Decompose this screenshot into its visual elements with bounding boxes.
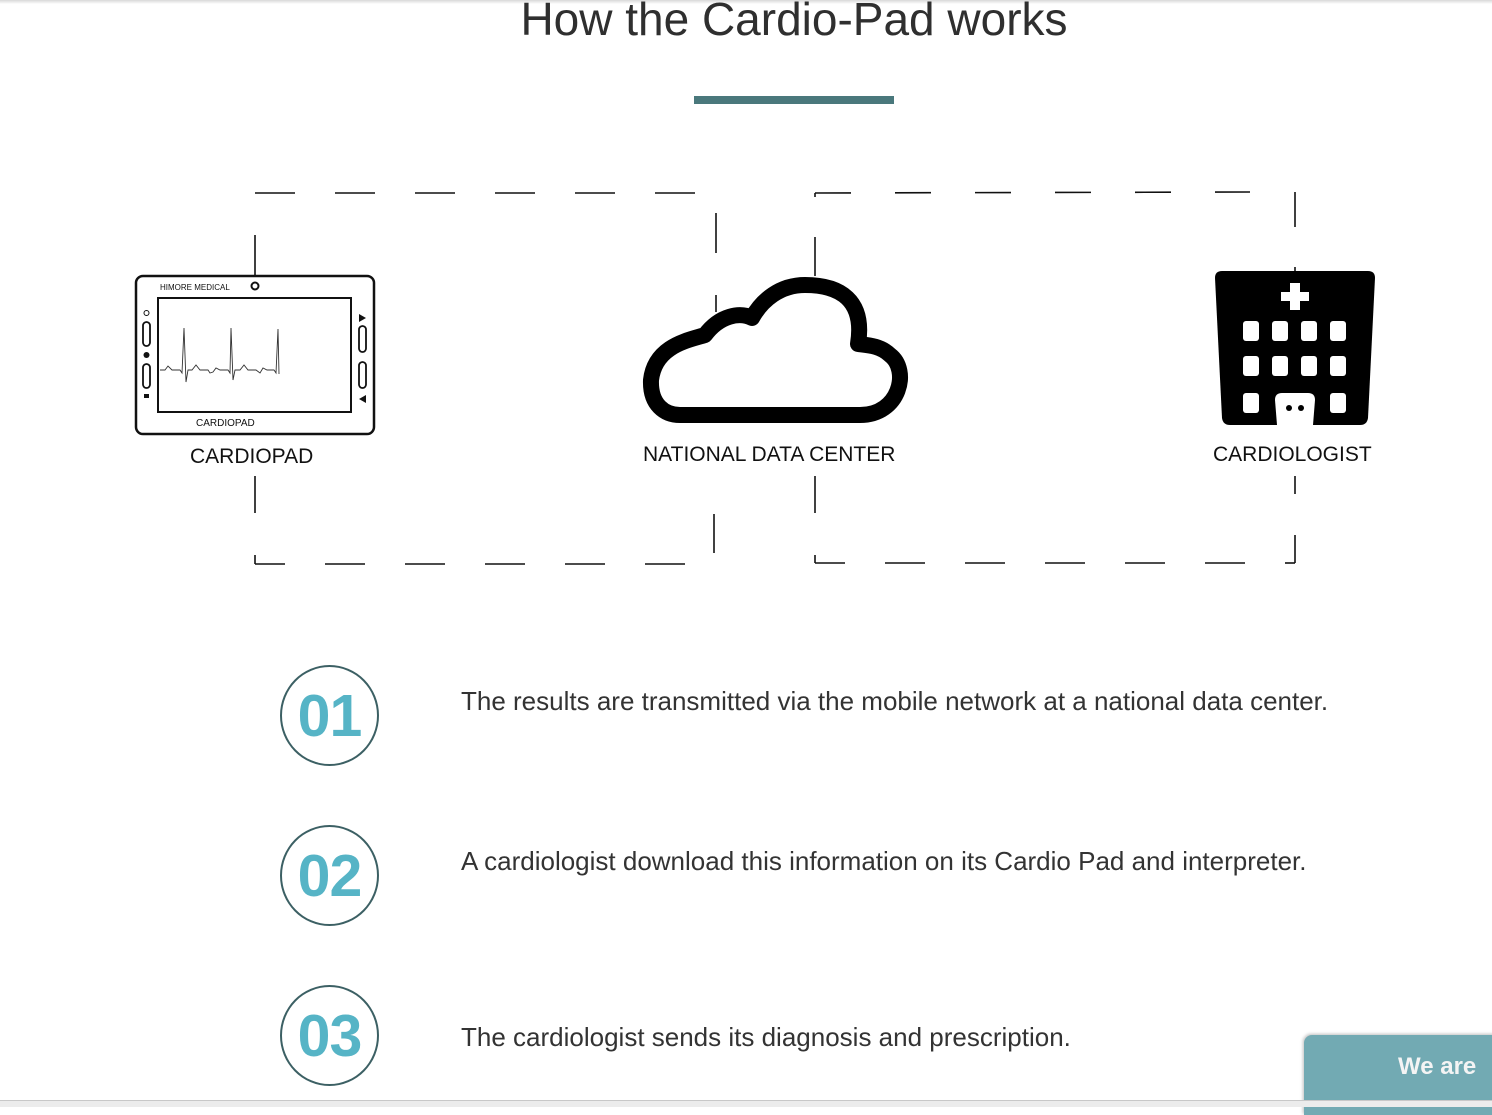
svg-text:CARDIOPAD: CARDIOPAD [196,418,255,429]
node-label-cardiopad: CARDIOPAD [190,445,314,468]
chat-widget-label: We are [1398,1053,1477,1080]
node-label-cardiologist: CARDIOLOGIST [1213,443,1372,466]
step-description: The results are transmitted via the mobi… [461,686,1329,716]
dashed-connectors [254,191,1296,565]
step-number-badge: 03 [280,985,379,1086]
step-item: 03 The cardiologist sends its diagnosis … [280,985,1330,1091]
svg-text:HIMORE MEDICAL: HIMORE MEDICAL [160,283,230,292]
title-underline [694,96,894,104]
step-description: The cardiologist sends its diagnosis and… [461,1022,1071,1052]
window-bottom-edge [0,1100,1492,1107]
top-shadow [0,0,1492,4]
step-description: A cardiologist download this information… [461,846,1307,876]
hospital-icon [1215,271,1375,425]
step-number-badge: 02 [280,825,379,926]
step-number-badge: 01 [280,665,379,766]
flow-diagram: HIMORE MEDICAL CARDIOPAD [134,191,1375,565]
step-item: 02 A cardiologist download this informat… [280,825,1330,931]
step-item: 01 The results are transmitted via the m… [280,665,1330,771]
tablet-device-icon: HIMORE MEDICAL CARDIOPAD [134,274,376,436]
page-title: How the Cardio-Pad works [520,0,1068,45]
node-label-data-center: NATIONAL DATA CENTER [643,443,896,466]
cloud-icon [643,277,908,423]
